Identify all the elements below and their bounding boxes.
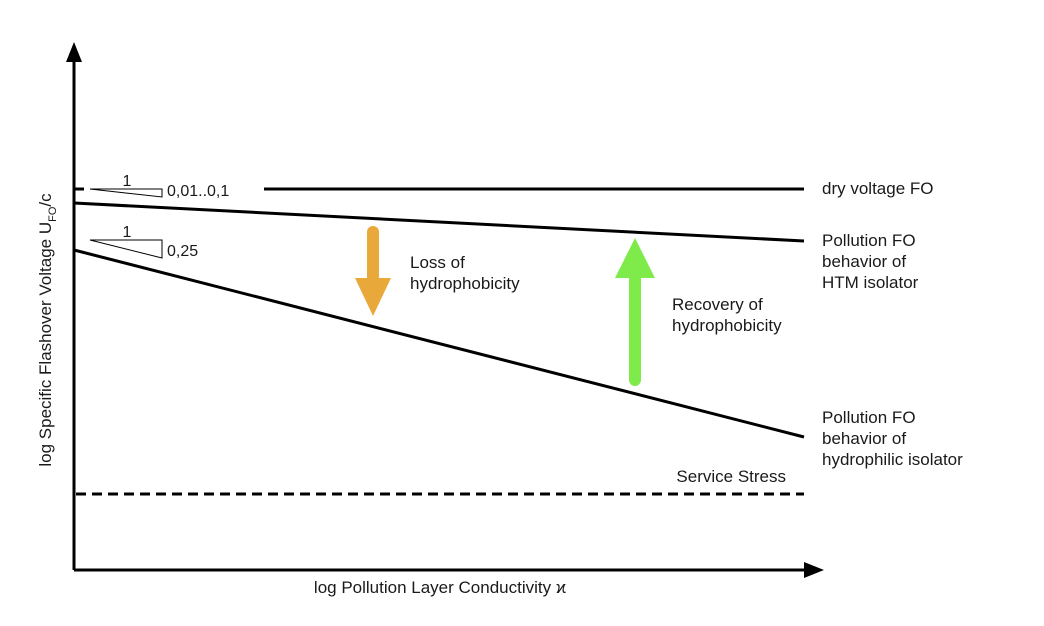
htm-isolator-label-line-2: behavior of: [822, 252, 906, 271]
loss-arrow-label-line-1: Loss of: [410, 253, 465, 272]
y-axis-label: log Specific Flashover Voltage UFO/c: [36, 193, 59, 467]
y-axis-arrowhead: [66, 42, 82, 62]
loss-arrow-label: Loss of hydrophobicity: [410, 253, 520, 293]
htm-isolator-label: Pollution FO behavior of HTM isolator: [822, 231, 920, 292]
y-axis-label-main: log Specific Flashover Voltage U: [36, 222, 55, 467]
hydrophilic-isolator-label: Pollution FO behavior of hydrophilic iso…: [822, 408, 963, 469]
slope-top-value-label: 0,01..0,1: [167, 183, 229, 200]
dry-voltage-label: dry voltage FO: [822, 179, 934, 198]
recovery-arrow-label-line-1: Recovery of: [672, 295, 763, 314]
recovery-arrow: [615, 238, 655, 386]
slope-top-run-label: 1: [123, 173, 132, 190]
hydrophilic-isolator-label-line-1: Pollution FO: [822, 408, 916, 427]
htm-isolator-label-line-3: HTM isolator: [822, 273, 919, 292]
axes: [66, 42, 824, 578]
x-axis-arrowhead: [804, 562, 824, 578]
recovery-arrow-label-line-2: hydrophobicity: [672, 316, 782, 335]
slope-triangle-bottom-shape: [89, 239, 163, 259]
y-axis-label-tail: /c: [36, 193, 55, 207]
hydrophilic-isolator-label-line-3: hydrophilic isolator: [822, 450, 963, 469]
htm-isolator-label-line-1: Pollution FO: [822, 231, 916, 250]
hydrophilic-isolator-label-line-2: behavior of: [822, 429, 906, 448]
slope-bottom-value-label: 0,25: [167, 243, 198, 260]
slope-triangle-top-shape: [89, 188, 163, 198]
loss-arrow-label-line-2: hydrophobicity: [410, 274, 520, 293]
slope-triangle-bottom: 1 0,25: [89, 224, 198, 260]
loss-arrow: [355, 226, 391, 316]
htm-isolator-line: [73, 201, 805, 243]
slope-bottom-run-label: 1: [123, 224, 132, 241]
service-stress-label: Service Stress: [676, 467, 786, 486]
hydrophilic-isolator-line: [73, 248, 805, 439]
y-axis-label-subscript: FO: [47, 206, 59, 222]
recovery-arrow-head: [615, 238, 655, 278]
x-axis-label: log Pollution Layer Conductivity ϰ: [314, 578, 566, 597]
slope-triangle-top: 1 0,01..0,1: [89, 173, 229, 200]
recovery-arrow-label: Recovery of hydrophobicity: [672, 295, 782, 335]
loss-arrow-head: [355, 278, 391, 316]
